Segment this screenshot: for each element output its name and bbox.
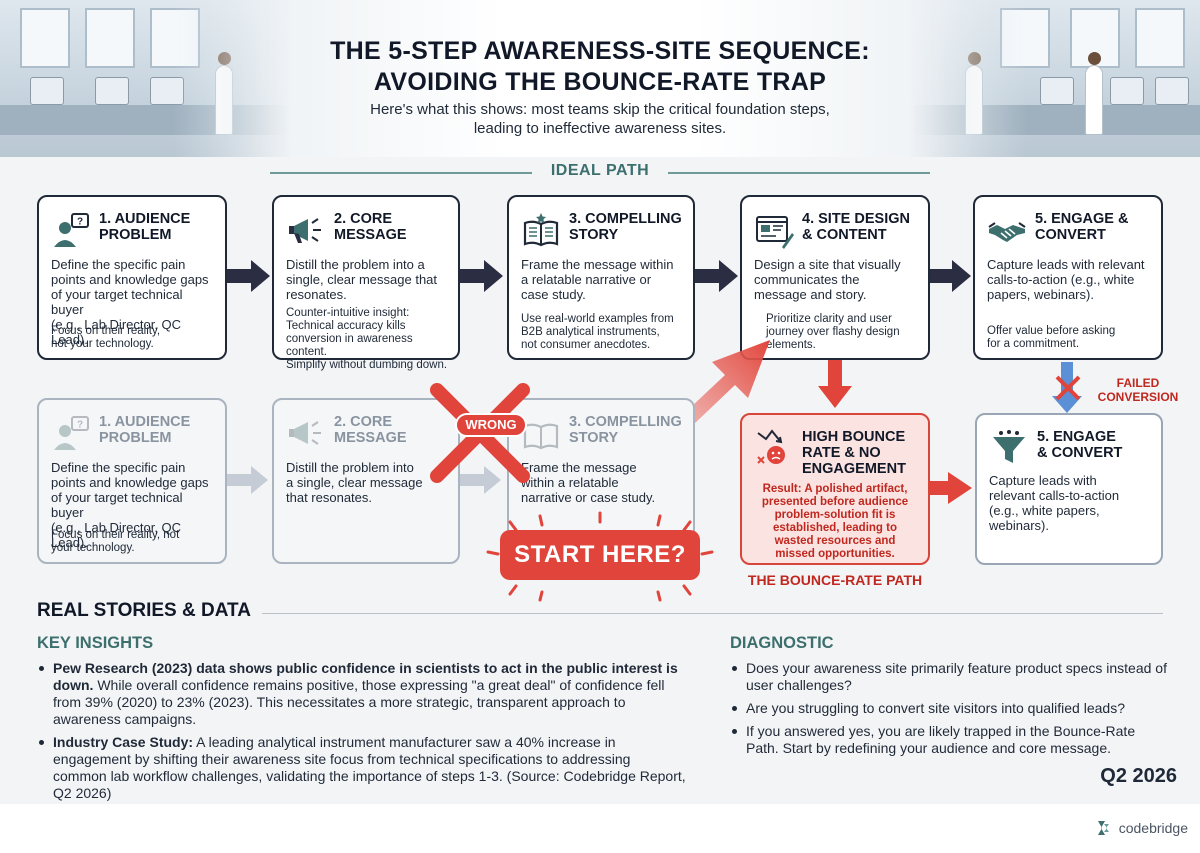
lab-photo-left (0, 0, 290, 157)
brand-logo[interactable]: codebridge (1093, 818, 1188, 838)
step-title: 5. ENGAGE& CONVERT (1037, 429, 1123, 461)
ideal-step-4-card: 4. SITE DESIGN& CONTENT Design a site th… (740, 195, 930, 360)
arrow-step2-step3 (460, 260, 503, 292)
web-design-icon (756, 216, 794, 249)
step-title: 5. ENGAGE &CONVERT (1035, 211, 1129, 243)
arrow-step3-step4 (695, 260, 738, 292)
open-book-icon (523, 423, 559, 450)
insight-item: Industry Case Study: A leading analytica… (37, 734, 687, 802)
header-banner: THE 5-STEP AWARENESS-SITE SEQUENCE: AVOI… (0, 0, 1200, 157)
bounce-sad-icon (757, 429, 785, 464)
diagnostic-item: Does your awareness site primarily featu… (730, 660, 1170, 694)
footer-bar (0, 804, 1200, 853)
key-insights-heading: KEY INSIGHTS (37, 634, 154, 652)
step-note: Counter-intuitive insight:Technical accu… (286, 307, 448, 371)
section-divider (262, 613, 1163, 614)
wrong-badge: WRONG (455, 413, 527, 437)
open-book-icon (523, 213, 559, 247)
faded-arrow-2-3 (460, 466, 501, 494)
diagnostic-heading: DIAGNOSTIC (730, 634, 834, 652)
step-note: Focus on their reality,not your technolo… (51, 325, 161, 350)
key-insights-list: Pew Research (2023) data shows public co… (37, 660, 687, 808)
codebridge-logo-icon (1097, 821, 1109, 835)
lab-photo-right (910, 0, 1200, 157)
person-question-icon: ? (54, 416, 89, 450)
svg-text:?: ? (77, 217, 83, 228)
bounce-path-label: THE BOUNCE-RATE PATH (747, 572, 923, 588)
report-date: Q2 2026 (1100, 765, 1177, 787)
diagnostic-list: Does your awareness site primarily featu… (730, 660, 1170, 763)
handshake-icon (988, 222, 1026, 242)
megaphone-icon (289, 218, 321, 243)
funnel-icon (993, 430, 1025, 463)
ideal-step-5-card: 5. ENGAGE &CONVERT Capture leads with re… (973, 195, 1163, 360)
diagnostic-item: Are you struggling to convert site visit… (730, 700, 1170, 717)
arrow-step1-step2 (227, 260, 270, 292)
section-title-stories: REAL STORIES & DATA (37, 600, 251, 621)
bounce-result: Result: A polished artifact,presented be… (761, 483, 909, 560)
diagnostic-item: If you answered yes, you are likely trap… (730, 723, 1170, 757)
svg-text:?: ? (77, 420, 83, 431)
page-subtitle: Here's what this shows: most teams skip … (370, 101, 830, 137)
start-here-button[interactable]: START HERE? (500, 530, 700, 580)
arrow-step4-step5 (930, 260, 971, 292)
ideal-path-label: IDEAL PATH (0, 162, 1200, 184)
faded-arrow-1-2 (227, 466, 268, 494)
brand-name: codebridge (1118, 820, 1188, 836)
red-arrow-right (930, 472, 972, 504)
start-here-rays (486, 511, 714, 602)
megaphone-icon (289, 421, 321, 445)
failed-x-mark (1055, 375, 1081, 401)
person-question-icon: ? (54, 213, 89, 247)
red-arrow-down (818, 360, 852, 408)
page-title: THE 5-STEP AWARENESS-SITE SEQUENCE: AVOI… (330, 37, 870, 96)
insight-item: Pew Research (2023) data shows public co… (37, 660, 687, 728)
step-title: 4. SITE DESIGN& CONTENT (802, 211, 910, 243)
